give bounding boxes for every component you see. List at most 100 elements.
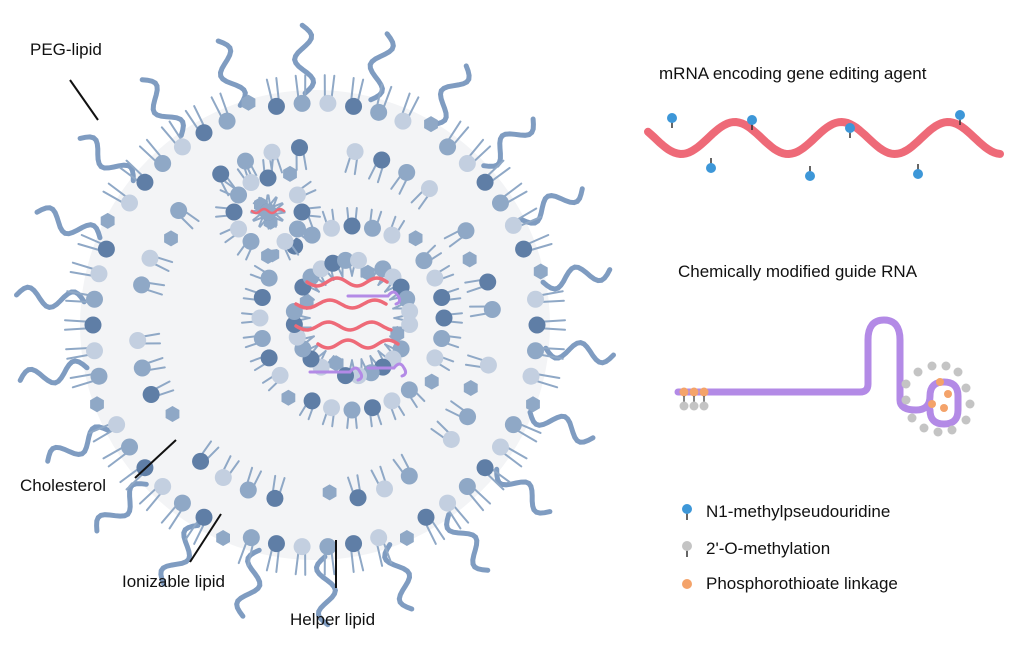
peg-lipid-pointer <box>69 79 99 121</box>
lipid-head <box>251 309 269 327</box>
lipid-head <box>504 216 522 234</box>
lipid-head <box>458 155 476 173</box>
methylpseudouridine-mark <box>955 110 965 120</box>
lipid-head <box>133 359 151 377</box>
lipid-head <box>417 508 435 526</box>
phosphorothioate-mark <box>940 404 948 412</box>
lipid-head <box>476 173 494 191</box>
methylation-mark <box>947 425 957 435</box>
lipid-head <box>491 438 509 456</box>
lipid-head <box>173 138 191 156</box>
lipid-head <box>483 301 501 319</box>
cholesterol <box>462 251 477 268</box>
methylpseudouridine-mark <box>667 113 677 123</box>
lipid-head <box>346 143 364 161</box>
lipid-head <box>476 459 494 477</box>
lipid-head <box>433 329 451 347</box>
cholesterol-label: Cholesterol <box>20 476 106 495</box>
cholesterol <box>463 380 478 396</box>
peg-chain <box>139 77 186 138</box>
methylation-mark <box>689 401 699 411</box>
cholesterol <box>526 396 540 413</box>
lipid-head <box>170 202 188 220</box>
lipid-head <box>253 289 271 307</box>
methylation-mark <box>901 395 911 405</box>
lipid-head <box>129 331 147 349</box>
lipid-head <box>288 328 306 346</box>
mrna-cargo <box>250 207 286 215</box>
cholesterol <box>241 94 256 111</box>
lipid-head <box>439 494 457 512</box>
cholesterol <box>533 263 548 280</box>
lipid-head <box>479 356 497 374</box>
cholesterol <box>390 325 405 342</box>
lipid-head <box>136 173 154 191</box>
lipid-head <box>383 392 401 410</box>
cholesterol <box>261 248 275 264</box>
peg-chain <box>45 424 111 464</box>
lipid-head <box>173 494 191 512</box>
methylation-mark <box>901 379 911 389</box>
grey-lollipop-icon <box>682 541 692 557</box>
lipid-head <box>324 254 342 272</box>
grna-cargo <box>308 366 364 382</box>
phosphorothioate-mark <box>936 378 944 386</box>
peg-chain <box>14 284 87 310</box>
peg-lipid-label: PEG-lipid <box>30 40 102 59</box>
peg-chain <box>481 116 536 169</box>
lipid-head <box>236 152 254 170</box>
lipid-head <box>242 529 260 547</box>
peg-chain <box>444 512 491 573</box>
methylpseudouridine-mark <box>805 171 815 181</box>
lipid-head <box>108 416 126 434</box>
cholesterol <box>216 530 230 546</box>
cholesterol <box>165 406 180 422</box>
lipid-head <box>363 399 381 417</box>
legend-label: 2'-O-methylation <box>706 539 831 558</box>
mrna-cargo <box>316 338 400 350</box>
lipid-head <box>154 155 172 173</box>
blue-lollipop-icon <box>682 504 692 520</box>
grna-cargo <box>366 362 408 378</box>
mrna-strand <box>644 110 1004 181</box>
methylpseudouridine-mark <box>706 163 716 173</box>
grna-title: Chemically modified guide RNA <box>678 262 918 281</box>
phosphorothioate-mark <box>928 400 936 408</box>
lipid-head <box>242 232 260 250</box>
peg-chain <box>543 340 616 366</box>
methylation-mark <box>927 361 937 371</box>
lipid-head <box>192 452 210 470</box>
lipid-head <box>142 386 160 404</box>
peg-chain <box>291 22 317 96</box>
methylation-mark <box>913 367 923 377</box>
peg-lipid-layer <box>14 22 616 628</box>
lipid-head <box>121 194 139 212</box>
lipid-head <box>276 232 294 250</box>
lipid-head <box>370 103 388 121</box>
legend-item-methylation: 2'-O-methylation <box>680 538 830 560</box>
phosphorothioate-mark <box>944 390 952 398</box>
lipid-head <box>291 139 309 157</box>
methylation-mark <box>953 367 963 377</box>
mrna-cargo <box>305 276 389 288</box>
lipid-head <box>263 143 281 161</box>
peg-chain <box>540 264 613 292</box>
lipid-head <box>214 469 232 487</box>
lipid-head <box>457 222 475 240</box>
lipid-head <box>420 180 438 198</box>
peg-chain <box>215 38 248 108</box>
lipid-head <box>479 273 497 291</box>
peg-chain <box>429 63 472 128</box>
lipid-head <box>271 366 289 384</box>
peg-chain <box>527 409 596 445</box>
lipid-head <box>491 194 509 212</box>
lipid-head <box>323 399 341 417</box>
lipid-head <box>319 538 337 556</box>
methylation-mark <box>965 399 975 409</box>
lipid-head <box>343 401 361 419</box>
ionizable-lipid-pointer <box>189 513 222 563</box>
lipid-head <box>504 416 522 434</box>
cholesterol <box>164 230 178 247</box>
peg-chain <box>158 522 201 587</box>
